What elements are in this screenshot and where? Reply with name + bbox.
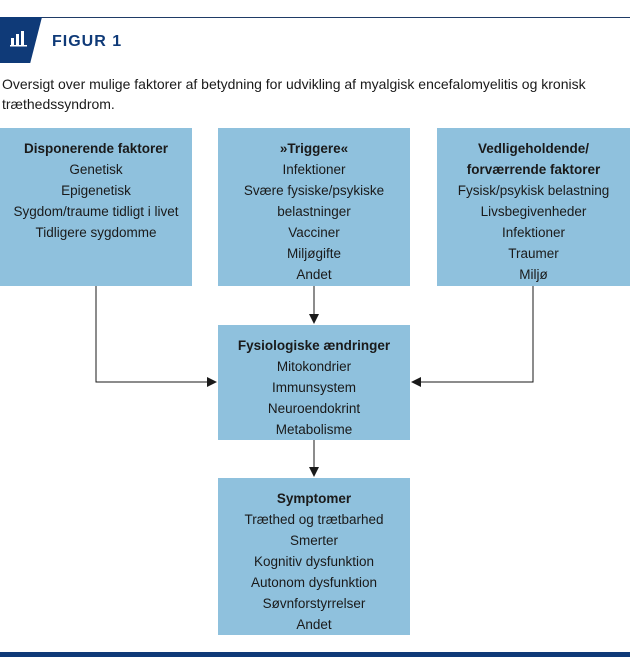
box-title: Disponerende faktorer bbox=[23, 141, 169, 156]
box-item: Smerter bbox=[289, 533, 338, 548]
arrow-disponerende-to-fysiologiske bbox=[95, 286, 217, 387]
figure-label: FIGUR 1 bbox=[52, 33, 123, 50]
box-item: Andet bbox=[296, 617, 332, 632]
box-item: Miljø bbox=[519, 267, 548, 282]
box-item: Neuroendokrint bbox=[267, 401, 361, 416]
box-item: Infektioner bbox=[501, 225, 566, 240]
box-item: Søvnforstyrrelser bbox=[262, 596, 366, 611]
box-item: Miljøgifte bbox=[286, 246, 341, 261]
box-title: forværrende faktorer bbox=[466, 162, 601, 177]
box-item: Genetisk bbox=[69, 162, 123, 177]
box-item: Mitokondrier bbox=[276, 359, 352, 374]
box-item: Autonom dysfunktion bbox=[250, 575, 378, 590]
box-item: Svære fysiske/psykiske bbox=[243, 183, 385, 198]
box-item: Fysisk/psykisk belastning bbox=[457, 183, 610, 198]
box-item: Epigenetisk bbox=[61, 183, 131, 198]
bar-chart-icon bbox=[10, 31, 27, 47]
box-item: Livsbegivenheder bbox=[480, 204, 587, 219]
box-item: Kognitiv dysfunktion bbox=[253, 554, 375, 569]
bottom-rule bbox=[0, 652, 630, 657]
box-title: Symptomer bbox=[276, 491, 352, 506]
box-item: Tidligere sygdomme bbox=[35, 225, 157, 240]
box-item: Immunsystem bbox=[271, 380, 356, 395]
box-fysiologiske-aendringer: Fysiologiske ændringer Mitokondrier Immu… bbox=[218, 325, 410, 440]
top-rule bbox=[0, 17, 630, 18]
box-item: Infektioner bbox=[282, 162, 346, 177]
box-item: Metabolisme bbox=[275, 422, 353, 437]
box-symptomer: Symptomer Træthed og trætbarhed Smerter … bbox=[218, 478, 410, 635]
box-item: Træthed og trætbarhed bbox=[244, 512, 384, 527]
box-title: »Triggere« bbox=[279, 141, 349, 156]
box-disponerende-faktorer: Disponerende faktorer Genetisk Epigeneti… bbox=[0, 128, 192, 286]
box-vedligeholdende-faktorer: Vedligeholdende/ forværrende faktorer Fy… bbox=[437, 128, 630, 286]
box-item: Vacciner bbox=[288, 225, 340, 240]
figure-caption: Oversigt over mulige faktorer af betydni… bbox=[2, 76, 586, 112]
box-item: Traumer bbox=[508, 246, 559, 261]
arrow-vedligeholdende-to-fysiologiske bbox=[411, 286, 534, 387]
box-item: Andet bbox=[296, 267, 332, 282]
box-triggere: »Triggere« Infektioner Svære fysiske/psy… bbox=[218, 128, 410, 286]
box-item: Sygdom/traume tidligt i livet bbox=[13, 204, 179, 219]
box-title: Fysiologiske ændringer bbox=[237, 338, 391, 353]
box-title: Vedligeholdende/ bbox=[477, 141, 590, 156]
box-item: belastninger bbox=[277, 204, 351, 219]
